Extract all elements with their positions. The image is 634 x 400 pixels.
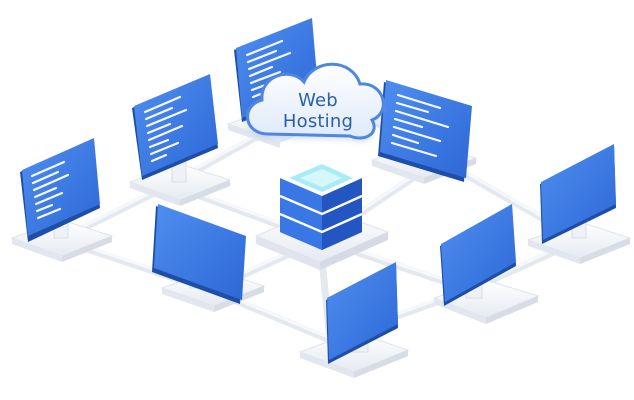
monitor-icon <box>432 204 540 324</box>
monitor-icon <box>226 18 332 148</box>
monitor-icon <box>152 204 266 312</box>
monitor-icon <box>128 74 232 206</box>
server-icon <box>254 160 390 270</box>
monitor-icon <box>370 80 478 184</box>
monitor-icon <box>298 262 410 378</box>
cloud-label-line2: Hosting <box>283 111 353 132</box>
cloud-label-line1: Web <box>298 90 338 111</box>
monitor-icon <box>10 138 114 262</box>
monitor-icon <box>526 144 632 264</box>
cloud-icon: Web Hosting <box>246 62 385 143</box>
